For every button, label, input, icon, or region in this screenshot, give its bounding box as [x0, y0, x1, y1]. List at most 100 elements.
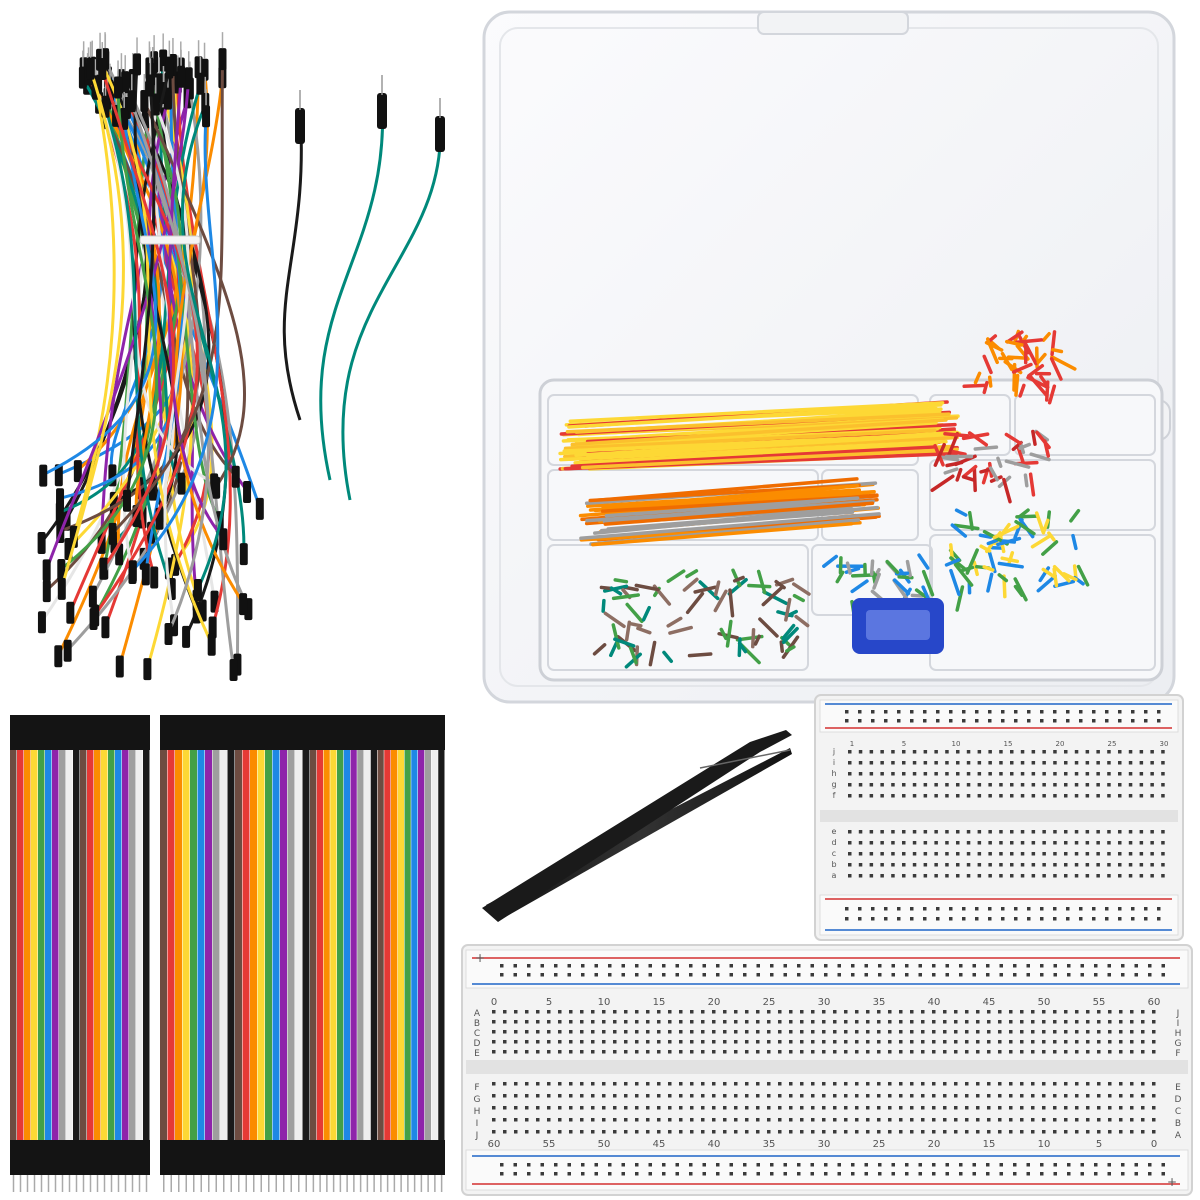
- breadboard-hole: [880, 750, 884, 754]
- breadboard-hole: [1105, 710, 1109, 714]
- breadboard-hole: [702, 973, 706, 977]
- short-jumper-wire: [737, 637, 742, 658]
- ribbon-strand: [52, 745, 59, 1145]
- ribbon-strand: [377, 745, 384, 1145]
- full-bb-col-number: 50: [1038, 997, 1051, 1008]
- breadboard-hole: [594, 964, 598, 968]
- breadboard-hole: [1085, 863, 1090, 867]
- full-bb-row-letter: G: [474, 1095, 481, 1105]
- breadboard-hole: [910, 1020, 914, 1024]
- breadboard-hole: [1108, 1106, 1112, 1110]
- breadboard-hole: [1118, 783, 1122, 787]
- breadboard-hole: [1085, 772, 1090, 776]
- breadboard-hole: [778, 1118, 782, 1122]
- full-bb-row-letter: G: [1175, 1039, 1182, 1049]
- full-bb-col-number: 5: [1096, 1139, 1102, 1150]
- breadboard-hole: [999, 1172, 1003, 1176]
- breadboard-hole: [1161, 783, 1165, 787]
- breadboard-hole: [1105, 907, 1109, 911]
- breadboard-hole: [1064, 852, 1068, 856]
- breadboard-hole: [668, 1030, 672, 1034]
- breadboard-hole: [567, 973, 571, 977]
- breadboard-hole: [988, 874, 992, 878]
- breadboard-hole: [1074, 794, 1079, 798]
- short-jumper-wire: [892, 578, 911, 596]
- jumper-wire: [154, 104, 190, 625]
- breadboard-hole: [554, 964, 558, 968]
- breadboard-hole: [525, 1118, 529, 1122]
- full-bb-col-number: 55: [543, 1139, 556, 1150]
- breadboard-hole: [690, 1082, 694, 1086]
- breadboard-hole: [734, 1094, 738, 1098]
- short-jumper-wire: [986, 338, 999, 365]
- long-jumper-wire: [604, 496, 860, 518]
- breadboard-hole: [986, 973, 990, 977]
- breadboard-hole: [1150, 852, 1154, 856]
- breadboard-hole: [1009, 1094, 1013, 1098]
- breadboard-hole: [1020, 841, 1025, 845]
- breadboard-hole: [712, 1030, 716, 1034]
- breadboard-hole: [888, 1020, 892, 1024]
- breadboard-hole: [1134, 964, 1138, 968]
- breadboard-hole: [965, 1030, 969, 1034]
- short-jumper-wire: [613, 637, 636, 648]
- jumper-wire: [131, 117, 220, 572]
- breadboard-hole: [965, 1050, 969, 1054]
- breadboard-hole: [932, 964, 936, 968]
- short-jumper-wire: [592, 643, 607, 656]
- breadboard-hole: [1031, 1094, 1035, 1098]
- breadboard-hole: [877, 1030, 881, 1034]
- breadboard-hole: [1013, 1172, 1017, 1176]
- short-jumper-wire: [961, 464, 978, 479]
- ribbon-connectors-top: [10, 715, 150, 750]
- breadboard-hole: [977, 852, 982, 856]
- breadboard-hole: [959, 964, 963, 968]
- breadboard-hole: [723, 1050, 727, 1054]
- breadboard-hole: [871, 917, 875, 921]
- ribbon-strand: [330, 745, 337, 1145]
- breadboard-hole: [897, 710, 901, 714]
- breadboard-hole: [514, 1094, 518, 1098]
- breadboard-hole: [558, 1010, 562, 1014]
- breadboard-hole: [1097, 1020, 1101, 1024]
- breadboard-hole: [767, 1030, 771, 1034]
- breadboard-hole: [1118, 830, 1122, 834]
- short-jumper-wire: [1023, 342, 1038, 366]
- breadboard-hole: [921, 1010, 925, 1014]
- breadboard-hole: [789, 1030, 793, 1034]
- breadboard-hole: [536, 1030, 540, 1034]
- breadboard-hole: [797, 973, 801, 977]
- breadboard-hole: [745, 1130, 749, 1134]
- jumper-connector-bottom: [212, 476, 221, 499]
- breadboard-hole: [833, 1118, 837, 1122]
- breadboard-hole: [800, 1040, 804, 1044]
- short-jumper-wire: [774, 579, 786, 590]
- breadboard-hole: [1161, 772, 1165, 776]
- dupont-ribbon-cables: [10, 715, 445, 1192]
- breadboard-hole: [1053, 1118, 1057, 1122]
- breadboard-hole: [525, 1082, 529, 1086]
- breadboard-hole: [833, 1082, 837, 1086]
- breadboard-hole: [810, 1172, 814, 1176]
- breadboard-hole: [789, 1040, 793, 1044]
- breadboard-hole: [756, 1050, 760, 1054]
- ribbon-strand: [80, 745, 87, 1145]
- breadboard-hole: [833, 1030, 837, 1034]
- breadboard-hole: [954, 1010, 958, 1014]
- full-bb-row-letter: D: [1175, 1095, 1182, 1105]
- half-bb-row-letter: d: [831, 838, 836, 847]
- breadboard-hole: [1020, 1020, 1024, 1024]
- breadboard-hole: [621, 1172, 625, 1176]
- breadboard-hole: [848, 874, 852, 878]
- breadboard-hole: [675, 964, 679, 968]
- breadboard-hole: [844, 1020, 848, 1024]
- breadboard-hole: [594, 973, 598, 977]
- breadboard-hole: [1031, 874, 1036, 878]
- breadboard-hole: [1119, 1106, 1123, 1110]
- tweezers: [482, 730, 792, 922]
- breadboard-hole: [789, 1020, 793, 1024]
- breadboard-hole: [527, 1172, 531, 1176]
- breadboard-hole: [621, 1163, 625, 1167]
- breadboard-hole: [613, 1094, 617, 1098]
- breadboard-hole: [1092, 719, 1096, 723]
